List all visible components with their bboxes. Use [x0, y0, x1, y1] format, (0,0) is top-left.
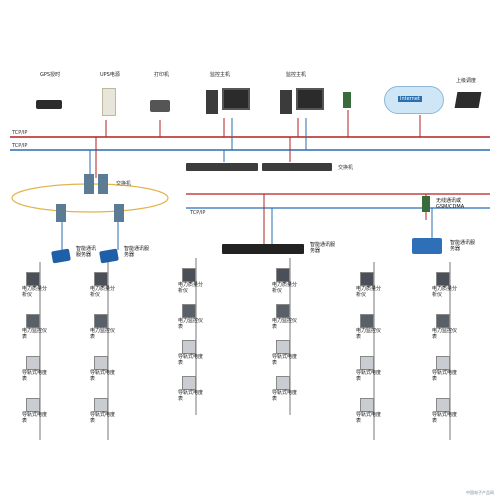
monitor1-label: 监控主机	[210, 72, 231, 78]
rail-meter-icon	[360, 356, 374, 370]
meter-label: 电力质量分析仪	[356, 286, 382, 298]
laptop-label: 上级调度	[456, 78, 477, 84]
printer-icon	[150, 100, 170, 112]
power-monitor-icon	[182, 304, 196, 318]
rail-meter-icon	[360, 398, 374, 412]
server-label-center: 智能通讯服务器	[310, 242, 336, 254]
ups-label: UPS电源	[100, 72, 120, 78]
rail-meter-icon	[436, 356, 450, 370]
power-analyzer-icon	[360, 272, 374, 286]
meter-label: 电力质量分析仪	[178, 282, 204, 294]
gps-label: GPS授时	[40, 72, 61, 78]
meter-label: 电力质量分析仪	[272, 282, 298, 294]
server-tower-icon	[206, 90, 218, 114]
bus-label-lower: TCP/IP	[12, 143, 28, 149]
rail-meter-icon	[26, 356, 40, 370]
bus-label-upper: TCP/IP	[12, 130, 28, 136]
rail-meter-icon	[182, 376, 196, 390]
meter-label: 导轨式电度表	[356, 370, 382, 382]
monitor2-label: 监控主机	[286, 72, 307, 78]
power-monitor-icon	[26, 314, 40, 328]
meter-label: 电力监控仪表	[356, 328, 382, 340]
rail-meter-icon	[26, 398, 40, 412]
meter-label: 导轨式电度表	[432, 412, 458, 424]
meter-label: 导轨式电度表	[356, 412, 382, 424]
meter-label: 导轨式电度表	[272, 354, 298, 366]
meter-label: 导轨式电度表	[22, 412, 48, 424]
power-analyzer-icon	[182, 268, 196, 282]
rail-meter-icon	[436, 398, 450, 412]
rail-meter-icon	[94, 398, 108, 412]
switch-label-left: 交换机	[116, 181, 132, 187]
power-monitor-icon	[360, 314, 374, 328]
meter-label: 导轨式电度表	[178, 354, 204, 366]
ring-switch-icon	[114, 204, 124, 222]
power-monitor-icon	[436, 314, 450, 328]
meter-label: 电力监控仪表	[22, 328, 48, 340]
power-monitor-icon	[276, 304, 290, 318]
server-label-right: 智能通讯服务器	[450, 240, 476, 252]
meter-label: 导轨式电度表	[22, 370, 48, 382]
meter-label: 导轨式电度表	[432, 370, 458, 382]
internet-label: Internet	[398, 96, 422, 102]
meter-label: 电力监控仪表	[432, 328, 458, 340]
power-analyzer-icon	[436, 272, 450, 286]
meter-label: 电力监控仪表	[90, 328, 116, 340]
meter-label: 电力质量分析仪	[432, 286, 458, 298]
bus-label-mid: TCP/IP	[190, 210, 206, 216]
rail-meter-icon	[276, 376, 290, 390]
network-switch-icon	[186, 163, 258, 171]
power-analyzer-icon	[276, 268, 290, 282]
monitor-icon	[222, 88, 250, 110]
network-switch-icon	[262, 163, 332, 171]
ring-switch-icon	[84, 174, 94, 194]
server-label-left2: 智能通讯服务器	[124, 246, 150, 258]
printer-label: 打印机	[154, 72, 170, 78]
comm-server-rack-icon	[222, 244, 304, 254]
rail-meter-icon	[276, 340, 290, 354]
ring-switch-icon	[56, 204, 66, 222]
meter-label: 电力质量分析仪	[90, 286, 116, 298]
switch-label-center: 交换机	[338, 165, 354, 171]
meter-label: 电力监控仪表	[178, 318, 204, 330]
power-monitor-icon	[94, 314, 108, 328]
meter-label: 导轨式电度表	[90, 412, 116, 424]
meter-label: 导轨式电度表	[178, 390, 204, 402]
server-tower-icon	[280, 90, 292, 114]
power-analyzer-icon	[26, 272, 40, 286]
gps-device-icon	[36, 100, 62, 109]
ring-switch-icon	[98, 174, 108, 194]
wireless-router-icon	[343, 92, 351, 108]
comm-server-icon	[412, 238, 442, 254]
rail-meter-icon	[182, 340, 196, 354]
watermark: 中国电子产品网	[466, 490, 494, 495]
wireless-module-icon	[422, 196, 430, 212]
meter-label: 导轨式电度表	[90, 370, 116, 382]
ups-icon	[102, 88, 116, 116]
power-analyzer-icon	[94, 272, 108, 286]
monitor-icon	[296, 88, 324, 110]
meter-label: 导轨式电度表	[272, 390, 298, 402]
rail-meter-icon	[94, 356, 108, 370]
wireless-label: 无线通讯或GSM/CDMA	[436, 198, 465, 210]
meter-label: 电力质量分析仪	[22, 286, 48, 298]
server-label-left1: 智能通讯服务器	[76, 246, 97, 258]
laptop-icon	[454, 92, 482, 108]
meter-label: 电力监控仪表	[272, 318, 298, 330]
